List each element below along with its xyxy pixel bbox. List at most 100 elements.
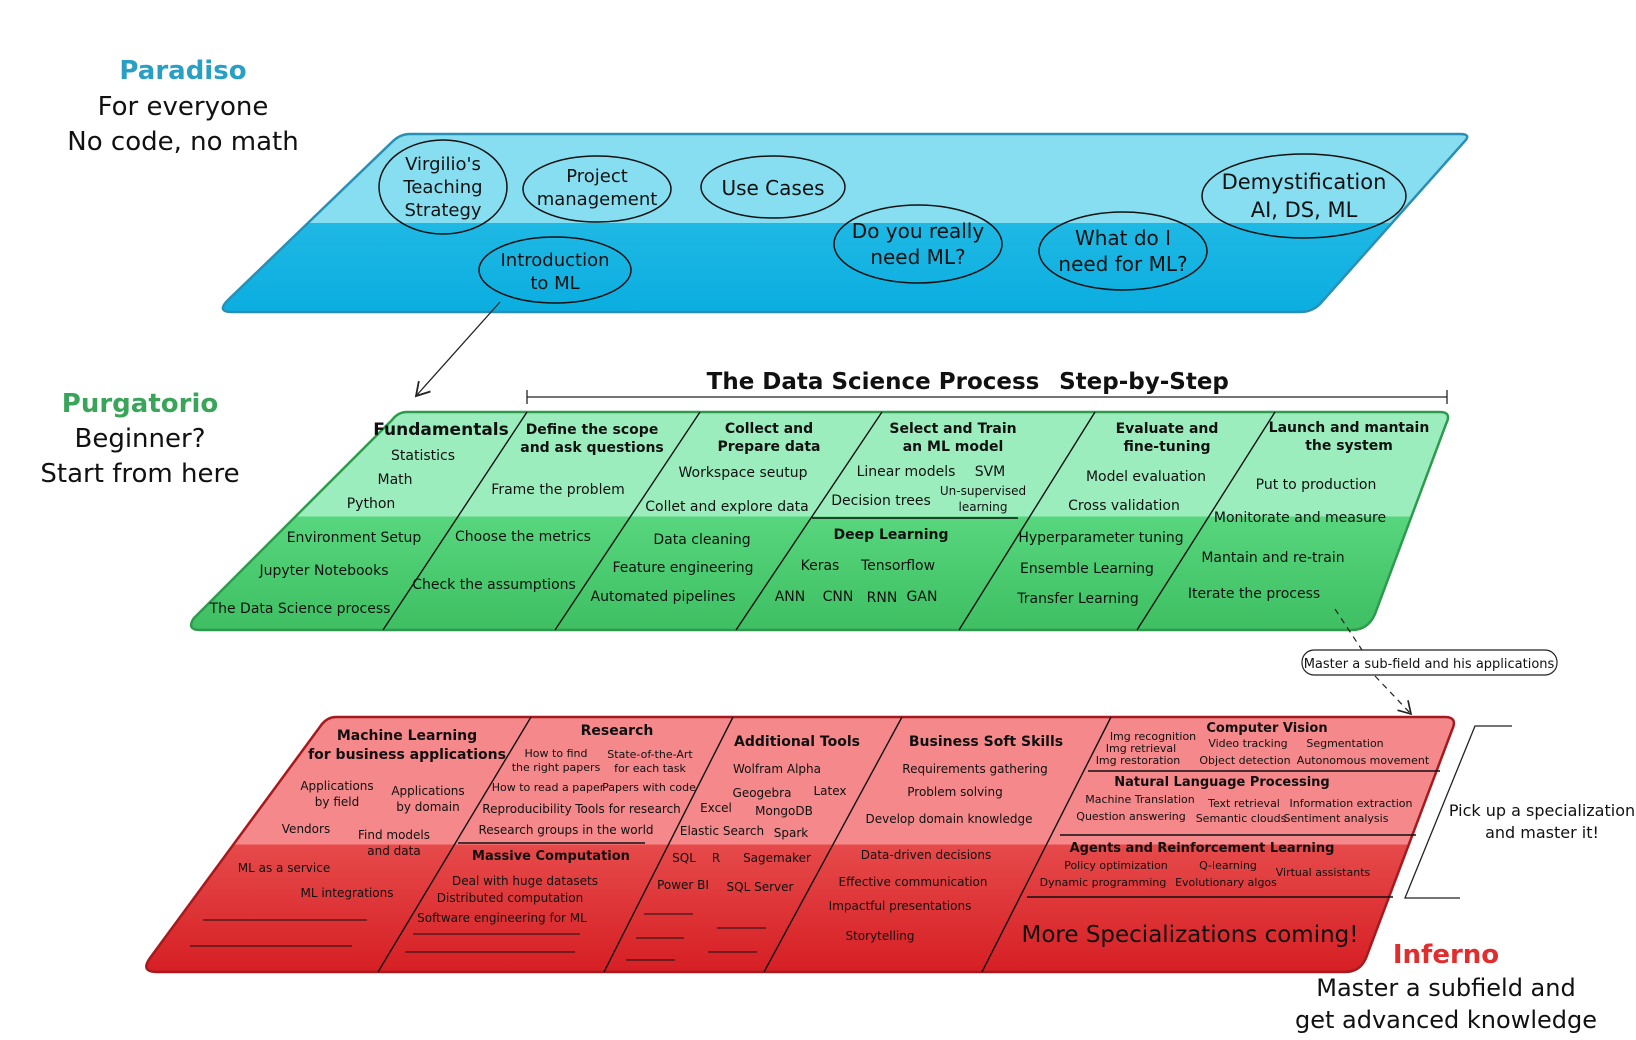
svg-text:SQL Server[interactable]: SQL Server bbox=[727, 880, 794, 894]
svg-text:Applications[interactable]: Applications bbox=[391, 784, 464, 798]
svg-text:the right papers[interactable]: the right papers bbox=[512, 761, 601, 774]
svg-text:Research groups in the world[interactable]: Research groups in the world bbox=[478, 823, 653, 837]
svg-text:Data cleaning[interactable]: Data cleaning bbox=[653, 532, 750, 548]
svg-text:Transfer Learning[interactable]: Transfer Learning bbox=[1016, 591, 1139, 607]
svg-text:Linear models[interactable]: Linear models bbox=[857, 464, 956, 480]
svg-text:Virtual assistants[interactable]: Virtual assistants bbox=[1276, 866, 1371, 879]
svg-text:Collet and explore data[interactable]: Collet and explore data bbox=[645, 499, 809, 515]
svg-text:Machine Translation[interactable]: Machine Translation bbox=[1085, 793, 1195, 806]
svg-text:Q-learning[interactable]: Q-learning bbox=[1199, 859, 1257, 872]
svg-text:ML as a service[interactable]: ML as a service bbox=[238, 861, 330, 875]
svg-text:Img recognition[interactable]: Img recognition bbox=[1110, 730, 1196, 743]
svg-text:Jupyter Notebooks[interactable]: Jupyter Notebooks bbox=[258, 563, 388, 579]
svg-text:and data[interactable]: and data bbox=[367, 844, 420, 858]
svg-text:Ensemble Learning[interactable]: Ensemble Learning bbox=[1020, 561, 1154, 577]
svg-text:Requirements gathering[interactable]: Requirements gathering bbox=[902, 762, 1047, 776]
svg-text:Reproducibility[interactable]: Reproducibility bbox=[482, 802, 571, 816]
svg-text:Object detection[interactable]: Object detection bbox=[1199, 754, 1290, 767]
svg-text:by domain[interactable]: by domain bbox=[396, 800, 459, 814]
bubble-demystification[interactable]: Demystification AI, DS, ML bbox=[1201, 153, 1407, 239]
svg-text:ML integrations[interactable]: ML integrations bbox=[300, 886, 393, 900]
svg-text:Vendors[interactable]: Vendors bbox=[282, 822, 330, 836]
svg-text:Spark[interactable]: Spark bbox=[774, 826, 809, 840]
svg-text:Effective communication[interactable]: Effective communication bbox=[839, 875, 988, 889]
svg-text:Automated pipelines[interactable]: Automated pipelines bbox=[591, 589, 736, 605]
svg-text:Decision trees[interactable]: Decision trees bbox=[831, 493, 931, 509]
svg-text:Applications[interactable]: Applications bbox=[300, 779, 373, 793]
svg-text:R[interactable]: R bbox=[712, 851, 720, 865]
svg-text:Distributed computation[interactable]: Distributed computation bbox=[437, 891, 583, 905]
svg-text:Statistics[interactable]: Statistics bbox=[391, 448, 455, 464]
svg-text:learning[interactable]: learning bbox=[959, 500, 1008, 514]
svg-text:Iterate the process[interactable]: Iterate the process bbox=[1188, 586, 1320, 602]
bubble-what-need-ml[interactable]: What do I need for ML? bbox=[1038, 211, 1208, 291]
svg-text:Problem solving[interactable]: Problem solving bbox=[907, 785, 1002, 799]
svg-text:Dynamic programming[interactable]: Dynamic programming bbox=[1040, 876, 1167, 889]
svg-text:Latex[interactable]: Latex bbox=[813, 784, 846, 798]
svg-text:Cross validation[interactable]: Cross validation bbox=[1068, 498, 1180, 514]
svg-text:Monitorate and measure[interactable]: Monitorate and measure bbox=[1214, 510, 1386, 526]
svg-text:Excel[interactable]: Excel bbox=[700, 801, 732, 815]
svg-text:Un-supervised[interactable]: Un-supervised bbox=[940, 484, 1026, 498]
svg-text:Feature engineering[interactable]: Feature engineering bbox=[612, 560, 753, 576]
svg-text:How to read a paper[interactable]: How to read a paper bbox=[492, 781, 605, 794]
svg-text:Papers with code[interactable]: Papers with code bbox=[602, 781, 696, 794]
svg-text:Develop domain knowledge[interactable]: Develop domain knowledge bbox=[865, 812, 1032, 826]
svg-text:RNN[interactable]: RNN bbox=[867, 590, 898, 606]
svg-text:for each task[interactable]: for each task bbox=[614, 762, 686, 775]
svg-text:Hyperparameter tuning[interactable]: Hyperparameter tuning bbox=[1018, 530, 1183, 546]
svg-text:Information extraction[interactable]: Information extraction bbox=[1290, 797, 1413, 810]
svg-text:Workspace seutup[interactable]: Workspace seutup bbox=[678, 465, 807, 481]
rl-block: Agents and Reinforcement Learning Policy… bbox=[1040, 841, 1371, 889]
svg-text:Put to production[interactable]: Put to production bbox=[1256, 477, 1377, 493]
svg-text:How to find[interactable]: How to find bbox=[525, 747, 588, 760]
svg-text:Geogebra[interactable]: Geogebra bbox=[733, 786, 792, 800]
bubble-introduction-ml[interactable]: Introduction to ML bbox=[478, 236, 632, 304]
svg-text:Autonomous movement[interactable]: Autonomous movement bbox=[1297, 754, 1430, 767]
svg-text:Semantic clouds[interactable]: Semantic clouds bbox=[1196, 812, 1287, 825]
svg-text:Find models[interactable]: Find models bbox=[358, 828, 430, 842]
svg-text:Segmentation[interactable]: Segmentation bbox=[1306, 737, 1383, 750]
svg-text:CNN[interactable]: CNN bbox=[823, 589, 854, 605]
svg-text:Tensorflow[interactable]: Tensorflow bbox=[860, 558, 935, 574]
svg-text:Data-driven decisions[interactable]: Data-driven decisions bbox=[861, 848, 992, 862]
svg-text:Software engineering for ML[interactable]: Software engineering for ML bbox=[417, 911, 587, 925]
svg-text:Mantain and re-train[interactable]: Mantain and re-train bbox=[1201, 550, 1344, 566]
svg-text:The Data Science process[interactable]: The Data Science process bbox=[209, 601, 391, 617]
svg-text:Choose the metrics[interactable]: Choose the metrics bbox=[455, 529, 591, 545]
svg-text:Question answering[interactable]: Question answering bbox=[1076, 810, 1185, 823]
svg-text:Policy optimization[interactable]: Policy optimization bbox=[1064, 859, 1168, 872]
svg-text:GAN[interactable]: GAN bbox=[907, 589, 938, 605]
svg-text:Video tracking[interactable]: Video tracking bbox=[1208, 737, 1287, 750]
svg-text:Model evaluation[interactable]: Model evaluation bbox=[1086, 469, 1206, 485]
bubble-use-cases[interactable]: Use Cases bbox=[700, 155, 846, 219]
svg-text:Text retrieval[interactable]: Text retrieval bbox=[1207, 797, 1280, 810]
svg-text:Frame the problem[interactable]: Frame the problem bbox=[491, 482, 624, 498]
svg-text:Img retrieval[interactable]: Img retrieval bbox=[1106, 742, 1176, 755]
svg-text:ANN[interactable]: ANN bbox=[775, 589, 806, 605]
svg-text:Power BI[interactable]: Power BI bbox=[657, 878, 709, 892]
svg-text:Wolfram Alpha[interactable]: Wolfram Alpha bbox=[733, 762, 821, 776]
svg-text:Sentiment analysis[interactable]: Sentiment analysis bbox=[1284, 812, 1389, 825]
svg-text:Environment Setup[interactable]: Environment Setup bbox=[287, 530, 422, 546]
svg-text:SVM[interactable]: SVM bbox=[975, 464, 1006, 480]
svg-text:MongoDB[interactable]: MongoDB bbox=[755, 804, 813, 818]
svg-text:Elastic Search[interactable]: Elastic Search bbox=[680, 824, 764, 838]
svg-text:Evolutionary algos[interactable]: Evolutionary algos bbox=[1175, 876, 1277, 889]
svg-text:Keras[interactable]: Keras bbox=[801, 558, 840, 574]
svg-text:SQL[interactable]: SQL bbox=[672, 851, 696, 865]
svg-text:State-of-the-Art[interactable]: State-of-the-Art bbox=[607, 748, 693, 761]
svg-text:Storytelling[interactable]: Storytelling bbox=[845, 929, 914, 943]
svg-text:Math[interactable]: Math bbox=[377, 472, 412, 488]
svg-text:Impactful presentations[interactable]: Impactful presentations bbox=[829, 899, 972, 913]
svg-text:Tools for research[interactable]: Tools for research bbox=[574, 802, 681, 816]
svg-text:Deal with huge datasets[interactable]: Deal with huge datasets bbox=[452, 874, 598, 888]
svg-text:by field[interactable]: by field bbox=[315, 795, 359, 809]
svg-text:Check the assumptions[interactable]: Check the assumptions bbox=[412, 577, 576, 593]
bubble-teaching-strategy[interactable]: Virgilio's Teaching Strategy bbox=[378, 139, 508, 235]
svg-text:Img restoration[interactable]: Img restoration bbox=[1096, 754, 1181, 767]
bubble-do-you-need-ml[interactable]: Do you really need ML? bbox=[833, 204, 1003, 284]
bubble-project-management[interactable]: Project management bbox=[522, 155, 672, 223]
svg-text:Python[interactable]: Python bbox=[347, 496, 396, 512]
svg-text:Sagemaker[interactable]: Sagemaker bbox=[743, 851, 811, 865]
